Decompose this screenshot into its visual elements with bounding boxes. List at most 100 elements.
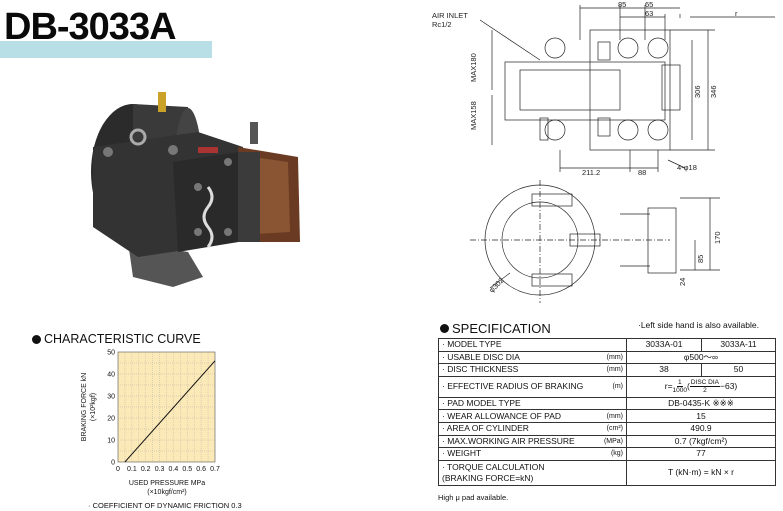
spec-label: · WEAR ALLOWANCE OF PAD (438, 409, 590, 423)
x-tick-label: 0.2 (141, 466, 151, 473)
x-tick-label: 0.1 (127, 466, 137, 473)
formula-num: DISC DIA (689, 379, 721, 388)
dim-24: 24 (678, 278, 687, 286)
title-underline (0, 41, 212, 58)
spec-label: · EFFECTIVE RADIUS OF BRAKING (438, 375, 590, 398)
y-axis-label: BRAKING FORCE kN (81, 373, 88, 441)
spec-label: · TORQUE CALCULATION (BRAKING FORCE=kN) (438, 459, 627, 486)
spec-value: DB-0435-K ※※※ (626, 396, 776, 411)
dim-88: 88 (638, 168, 646, 177)
table-row: · WEAR ALLOWANCE OF PAD (mm) 15 (438, 409, 776, 423)
spec-label: · MAX.WORKING AIR PRESSURE (438, 434, 590, 449)
x-tick-label: 0.3 (155, 466, 165, 473)
table-row: · DISC THICKNESS (mm) 38 50 (438, 363, 776, 377)
dim-170: 170 (713, 231, 722, 244)
page-title: DB-3033A (4, 6, 177, 48)
spec-label: · AREA OF CYLINDER (438, 421, 590, 436)
spec-label: · MODEL TYPE (438, 338, 590, 352)
spec-value: 3033A-01 (625, 338, 703, 352)
dim-4-phi18: 4-φ18 (677, 163, 697, 172)
spec-unit: (mm) (590, 409, 627, 423)
y-tick-label: 10 (107, 438, 115, 445)
product-photo (91, 92, 300, 287)
spec-label: · PAD MODEL TYPE (438, 396, 590, 411)
spec-unit: (mm) (590, 363, 627, 377)
dim-211: 211.2 (582, 168, 600, 177)
spec-value: 50 (701, 363, 776, 377)
table-row: · MAX.WORKING AIR PRESSURE (MPa) 0.7 (7k… (438, 434, 776, 449)
torque-label: · TORQUE CALCULATION (442, 461, 545, 472)
y-tick-label: 50 (107, 350, 115, 357)
spec-heading: SPECIFICATION (440, 321, 551, 336)
formula-prefix: r= (664, 381, 673, 392)
y-axis-label-unit: (×10²kgf) (90, 393, 97, 421)
spec-unit: (kg) (590, 447, 627, 461)
air-inlet-label: AIR INLET (432, 11, 468, 20)
rc-label: Rc1/2 (432, 20, 452, 29)
dim-85: 85 (618, 0, 626, 9)
y-tick-label: 30 (107, 394, 115, 401)
table-row: · MODEL TYPE 3033A-01 3033A-11 (438, 338, 776, 352)
technical-drawing-top: AIR INLET Rc1/2 85 65 63 r MAX180 MAX158… (432, 0, 775, 177)
spec-value: 15 (626, 409, 776, 423)
x-axis-label-unit: (×10kgf/cm²) (147, 489, 186, 496)
spec-label: · WEIGHT (438, 447, 590, 461)
technical-drawing-side: 170 85 24 φ302 (470, 180, 722, 303)
curve-heading-text: CHARACTERISTIC CURVE (44, 332, 201, 346)
x-tick-label: 0.7 (210, 466, 220, 473)
spec-value: 77 (626, 447, 776, 461)
spec-heading-text: SPECIFICATION (452, 321, 551, 336)
y-tick-label: 40 (107, 372, 115, 379)
spec-value: T (kN·m) = kN × r (626, 459, 776, 486)
spec-label: · USABLE DISC DIA (438, 350, 590, 365)
x-tick-label: 0 (116, 466, 120, 473)
dim-max158: MAX158 (469, 101, 478, 130)
curve-footnote: · COEFFICIENT OF DYNAMIC FRICTION 0.3 (88, 501, 242, 510)
formula-num: 1 (676, 379, 683, 388)
dim-max180: MAX180 (469, 53, 478, 82)
torque-label-2: (BRAKING FORCE=kN) (442, 472, 534, 483)
dim-346: 346 (709, 85, 718, 98)
table-row: · AREA OF CYLINDER (cm²) 490.9 (438, 421, 776, 436)
dim-85b: 85 (696, 255, 705, 263)
table-row: · WEIGHT (kg) 77 (438, 447, 776, 461)
curve-heading: CHARACTERISTIC CURVE (32, 332, 201, 346)
spec-unit: (mm) (590, 350, 627, 365)
formula-den: 1000 (672, 387, 687, 395)
spec-note: ·Left side hand is also available. (638, 320, 759, 330)
formula-paren: ( (687, 381, 690, 392)
y-tick-label: 20 (107, 416, 115, 423)
bullet-icon (440, 324, 449, 333)
formula-den: 2 (703, 387, 707, 395)
spec-unit (590, 396, 627, 411)
x-tick-label: 0.5 (182, 466, 192, 473)
x-tick-label: 0.6 (196, 466, 206, 473)
spec-value: 0.7 (7kgf/cm²) (626, 434, 776, 449)
table-row: · TORQUE CALCULATION (BRAKING FORCE=kN) … (438, 459, 776, 486)
x-tick-label: 0.4 (169, 466, 179, 473)
x-axis-label: USED PRESSURE MPa (129, 480, 205, 487)
spec-unit: (cm²) (590, 421, 627, 436)
spec-value: φ500～∞ (626, 350, 776, 365)
dim-r: r (735, 9, 738, 18)
spec-unit (590, 338, 627, 352)
formula-suffix: −63) (720, 381, 738, 392)
bullet-icon (32, 334, 41, 344)
spec-value: 3033A-11 (701, 338, 776, 352)
spec-unit: (MPa) (590, 434, 627, 449)
table-row: · USABLE DISC DIA (mm) φ500～∞ (438, 350, 776, 365)
spec-value: 490.9 (626, 421, 776, 436)
dim-65: 65 (645, 0, 653, 9)
table-row: · PAD MODEL TYPE DB-0435-K ※※※ (438, 396, 776, 411)
dim-306: 306 (693, 85, 702, 98)
spec-label: · DISC THICKNESS (438, 363, 590, 377)
spec-table: · MODEL TYPE 3033A-01 3033A-11 · USABLE … (438, 338, 776, 486)
dim-63: 63 (645, 9, 653, 18)
spec-value: 38 (625, 363, 703, 377)
braking-force-line (124, 360, 216, 463)
